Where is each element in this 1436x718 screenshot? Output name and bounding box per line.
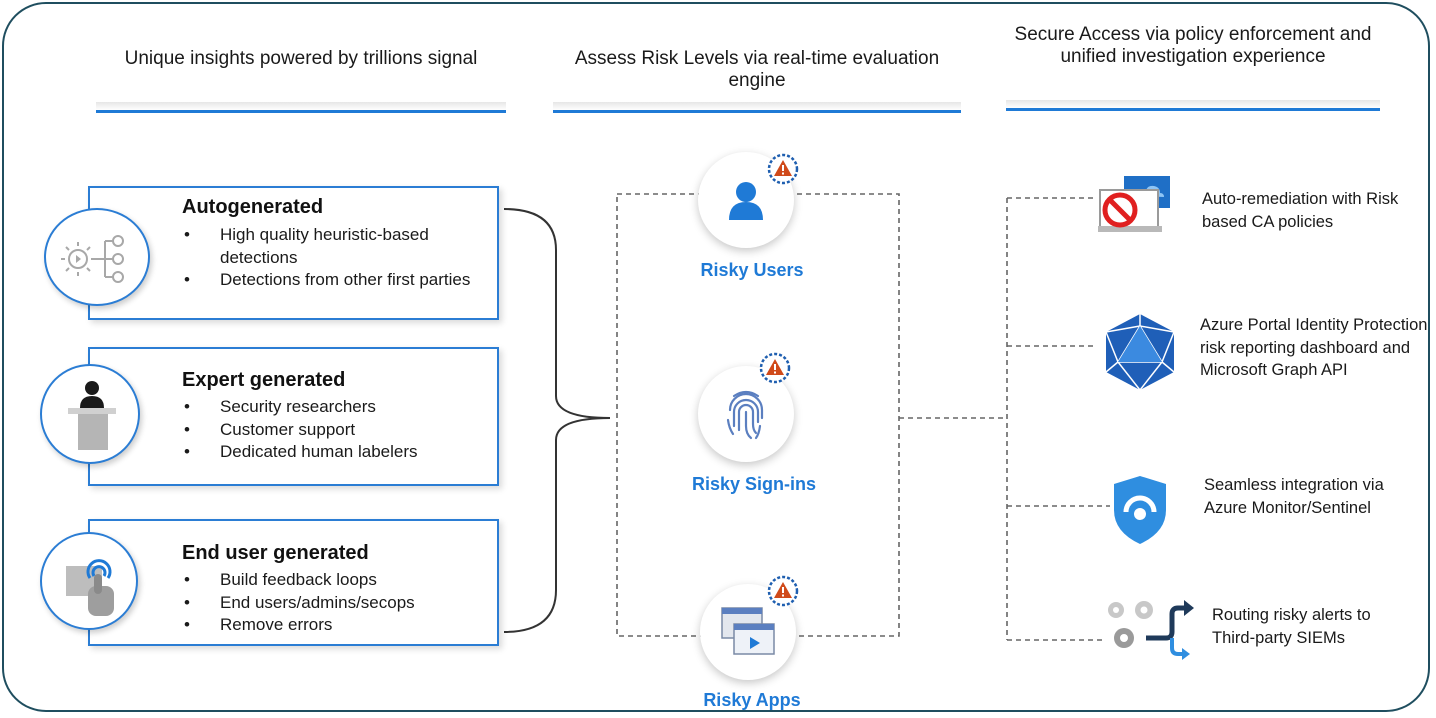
column-header-shadow	[1006, 100, 1380, 108]
signal-card-title: End user generated	[182, 542, 369, 564]
action-text: Routing risky alerts to Third-party SIEM…	[1212, 606, 1371, 647]
signal-card-item: Remove errors	[182, 614, 510, 637]
column-header-rule	[1006, 108, 1380, 111]
warning-badge-icon	[767, 575, 799, 607]
signal-card-item: Build feedback loops	[182, 569, 510, 592]
gears-routing-icon	[1108, 600, 1194, 660]
gear-flow-icon	[44, 208, 150, 306]
risky-apps-circle	[700, 584, 796, 680]
column-header-shadow	[553, 102, 961, 110]
signal-card-item: High quality heuristic-based detections	[182, 224, 510, 269]
grouping-brace	[503, 208, 611, 633]
blocked-laptop-icon	[1098, 176, 1170, 232]
action-text: Azure Portal Identity Protection risk re…	[1200, 316, 1428, 379]
signal-card-list: Build feedback loops End users/admins/se…	[182, 569, 510, 637]
signal-card-list: Security researchers Customer support De…	[182, 396, 510, 464]
signal-card-list: High quality heuristic-based detections …	[182, 224, 510, 292]
column-header-shadow	[96, 102, 506, 110]
signal-card-item: End users/admins/secops	[182, 592, 510, 615]
presenter-icon	[40, 364, 140, 464]
signal-card-title: Autogenerated	[182, 196, 324, 218]
warning-badge-icon	[759, 352, 791, 384]
column-header-insights: Unique insights powered by trillions sig…	[124, 48, 478, 69]
signal-card-expert: Expert generated Security researchers Cu…	[88, 347, 499, 486]
signal-card-item: Customer support	[182, 419, 510, 442]
fingerprint-icon	[726, 390, 764, 440]
app-window-icon	[721, 607, 775, 655]
action-text: Seamless integration via Azure Monitor/S…	[1204, 476, 1384, 517]
column-header-assess: Assess Risk Levels via real-time evaluat…	[574, 48, 940, 91]
signal-card-item: Detections from other first parties	[182, 269, 510, 292]
warning-badge-icon	[767, 153, 799, 185]
risky-signins-circle	[698, 366, 794, 462]
risk-label: Risky Apps	[703, 690, 801, 710]
risk-label: Risky Users	[700, 260, 804, 280]
signal-card-end-user: End user generated Build feedback loops …	[88, 519, 499, 646]
signal-card-item: Security researchers	[182, 396, 510, 419]
signal-card-title: Expert generated	[182, 369, 346, 391]
column-header-rule	[553, 110, 961, 113]
sentinel-shield-icon	[1114, 476, 1166, 544]
column-header-rule	[96, 110, 506, 113]
column-header-secure-access: Secure Access via policy enforcement and…	[1014, 24, 1372, 67]
risk-label: Risky Sign-ins	[691, 474, 817, 494]
touch-icon	[40, 532, 138, 630]
user-icon	[729, 182, 763, 220]
signal-card-item: Dedicated human labelers	[182, 441, 510, 464]
action-text: Auto-remediation with Risk based CA poli…	[1202, 190, 1399, 231]
graph-icosahedron-icon	[1105, 314, 1175, 391]
